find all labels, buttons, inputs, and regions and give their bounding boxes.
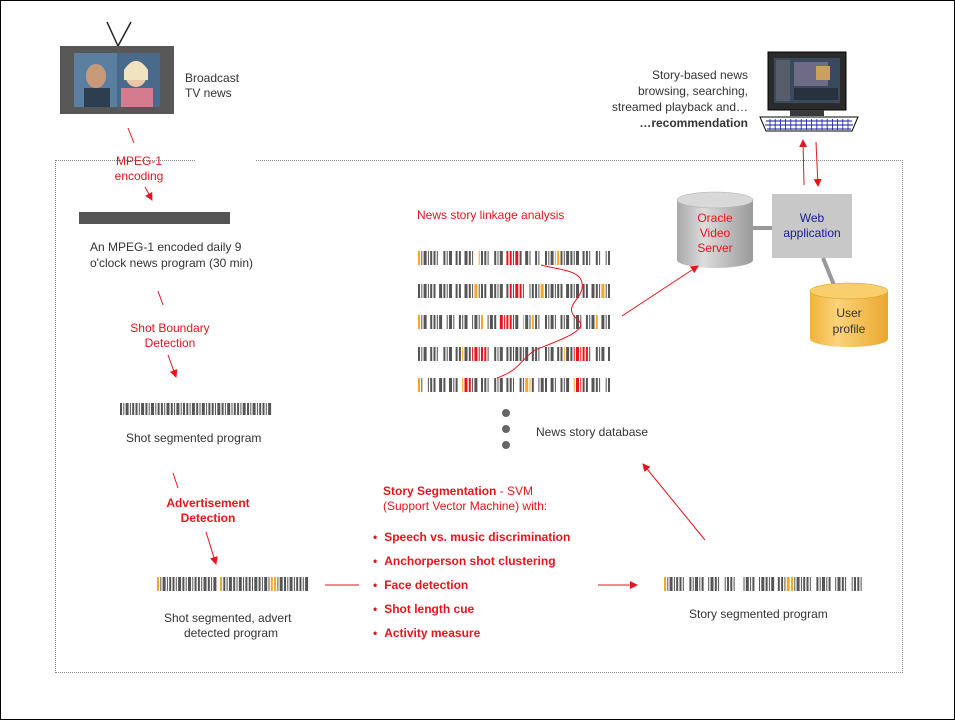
- broadcast-label-line1: Broadcast: [185, 71, 240, 85]
- database-strip-5: [418, 378, 610, 392]
- story-segmentation-rest: - SVM: [496, 484, 534, 498]
- story-segmented-label: Story segmented program: [689, 607, 828, 621]
- shot-segmented-label: Shot segmented program: [126, 431, 262, 445]
- news-database-label: News story database: [536, 425, 649, 439]
- shot-segmented-strip: [120, 403, 272, 415]
- advert-detected-line2: detected program: [183, 626, 279, 640]
- boundary-gap: [196, 155, 256, 165]
- advert-detection-line1: Advertisement: [166, 496, 250, 510]
- story-segmented-strip: [664, 577, 862, 591]
- advert-detected-strip: [157, 577, 309, 591]
- mpeg-encoding-line2: encoding: [114, 169, 164, 183]
- user-profile-cylinder: [809, 282, 889, 347]
- shot-boundary-line1: Shot Boundary: [130, 321, 210, 335]
- system-boundary: [55, 160, 903, 673]
- oracle-line1: Oracle: [697, 211, 733, 225]
- database-strip-3: [418, 315, 610, 329]
- story-segmentation-subtitle: (Support Vector Machine) with:: [383, 499, 548, 513]
- ellipsis-dots: [502, 409, 510, 449]
- feature-list: Speech vs. music discrimination Anchorpe…: [373, 525, 570, 645]
- advert-detection-line2: Detection: [180, 511, 236, 525]
- advert-detected-line1: Shot segmented, advert: [164, 611, 292, 625]
- client-line4: …recommendation: [639, 116, 748, 130]
- encoded-program-line1: An MPEG-1 encoded daily 9: [90, 240, 242, 254]
- story-segmentation-bold: Story Segmentation: [383, 484, 497, 498]
- database-strip-1: [418, 251, 610, 265]
- client-line1: Story-based news: [651, 68, 748, 82]
- story-segmentation-title: Story Segmentation - SVM: [383, 484, 533, 499]
- feature-item: Shot length cue: [373, 597, 570, 621]
- linkage-curve: [496, 264, 583, 379]
- user-profile-line1: User: [836, 306, 862, 320]
- oracle-line3: Server: [697, 241, 733, 255]
- computer-icon: [759, 51, 859, 132]
- linkage-analysis-title: News story linkage analysis: [417, 208, 565, 222]
- mpeg-encoding-line1: MPEG-1: [115, 154, 162, 168]
- database-strip-4: [418, 347, 610, 361]
- database-strip-2: [418, 284, 610, 298]
- encoded-program-bar: [79, 212, 230, 224]
- tv-icon: [60, 21, 174, 114]
- oracle-database-cylinder: [676, 191, 754, 268]
- web-application-box: [772, 194, 852, 258]
- client-line3: streamed playback and…: [611, 100, 748, 114]
- shot-boundary-line2: Detection: [144, 336, 196, 350]
- feature-item: Face detection: [373, 573, 570, 597]
- web-app-line1: Web: [799, 211, 825, 225]
- flow-arrows: [127, 127, 822, 589]
- feature-item: Activity measure: [373, 621, 570, 645]
- oracle-line2: Video: [699, 226, 731, 240]
- encoded-program-line2: o'clock news program (30 min): [90, 256, 254, 270]
- broadcast-label-line2: TV news: [185, 86, 232, 100]
- web-app-line2: application: [783, 226, 841, 240]
- feature-item: Speech vs. music discrimination: [373, 525, 570, 549]
- client-line2: browsing, searching,: [637, 84, 748, 98]
- feature-item: Anchorperson shot clustering: [373, 549, 570, 573]
- user-profile-line2: profile: [832, 322, 866, 336]
